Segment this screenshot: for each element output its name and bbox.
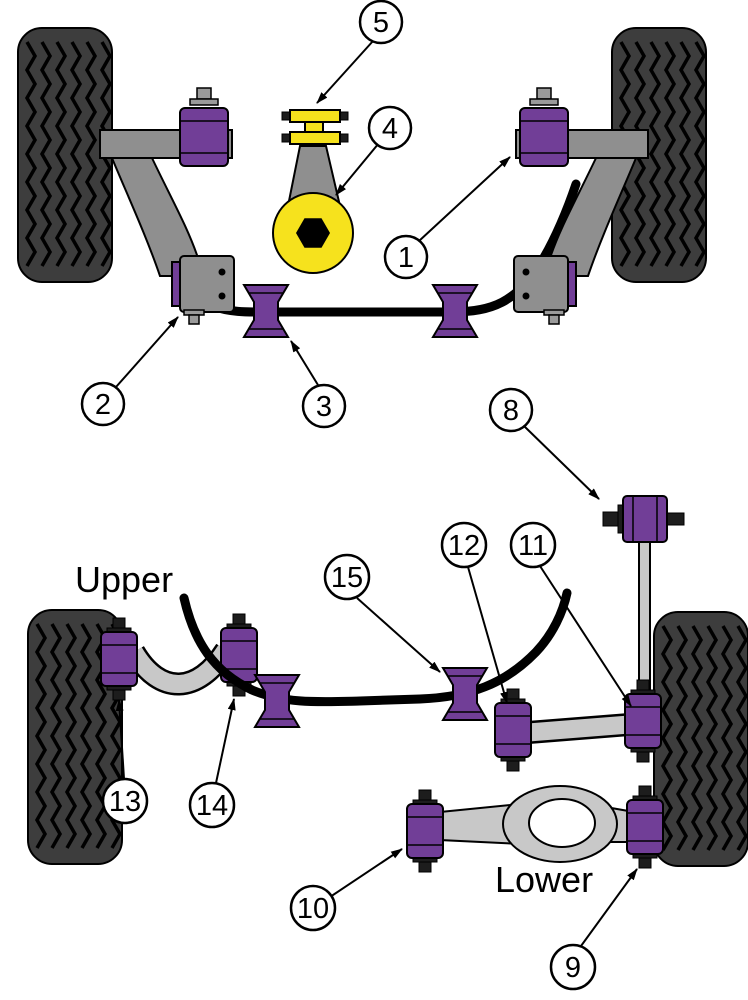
callout-circle [101,777,149,825]
callout-15: 15 [323,553,441,673]
callout-8: 8 [488,387,600,500]
mount-nut [296,218,330,248]
rear-link-mount [602,495,685,543]
callout-10: 10 [289,848,403,932]
callout-circle [323,553,371,601]
callout-number: 15 [331,562,363,594]
callout-circle [80,381,126,427]
rear-lower-arm [406,785,664,873]
callout-4: 4 [335,105,413,196]
callout-14: 14 [188,698,236,829]
callout-number: 1 [398,242,414,274]
callout-13: 13 [101,699,149,825]
lower-label: Lower [495,859,593,900]
callout-circle [289,884,337,932]
engine-mount [272,109,354,274]
callout-number: 5 [373,7,389,39]
callout-9: 9 [549,868,638,991]
callout-1: 1 [383,156,511,280]
callout-number: 8 [503,395,519,427]
toe-arm-bushing-left [494,688,532,772]
lower-arm-hole [528,798,596,848]
lower-arm-bushing-front [406,789,444,873]
callout-circle [549,943,597,991]
front-arm-left [99,87,235,325]
callout-circle [488,387,534,433]
callout-number: 9 [565,952,581,984]
rear-toe-arm [494,679,662,772]
callout-12: 12 [440,521,508,704]
callout-3: 3 [290,340,347,429]
callout-circle [301,383,347,429]
rear-suspension: Upper Lower [26,495,748,900]
callout-circle [188,781,236,829]
callout-5: 5 [316,0,404,104]
rear-upper-arm [100,613,258,701]
callout-number: 13 [109,786,141,818]
callout-11: 11 [509,521,632,707]
callout-circle [383,234,429,280]
rear-right-tire [652,610,748,868]
callout-circle [367,105,413,151]
callout-circle [509,521,557,569]
callout-number: 10 [297,893,329,925]
callout-2: 2 [80,316,179,427]
callout-number: 11 [518,530,548,562]
callout-number: 2 [95,389,111,421]
callout-number: 4 [382,113,398,145]
callout-number: 14 [196,790,228,822]
front-suspension [16,26,708,338]
rear-antiroll-bar [179,588,572,707]
callout-number: 3 [316,391,332,423]
callout-circle [440,521,488,569]
upper-label: Upper [75,559,173,600]
callout-number: 12 [448,530,480,562]
callouts: 5 4 1 2 3 8 12 [80,0,638,991]
front-left-tire [16,26,114,284]
callout-circle [358,0,404,45]
